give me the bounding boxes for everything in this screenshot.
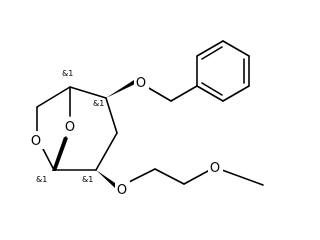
bond-ch2-phenyl	[170, 85, 198, 102]
bond-o-methyl	[221, 169, 264, 186]
bond-o-ch2-ethyl	[128, 168, 156, 183]
bond-ethyl-cc	[154, 168, 185, 185]
bond-o-ring-c5	[41, 146, 55, 171]
bond-c1-ch2	[36, 86, 71, 108]
oxygen-bridge-label: O	[65, 120, 75, 135]
bond-ph-double-3	[201, 82, 223, 96]
bond-ph-3	[222, 40, 250, 57]
bond-ph-double-1	[201, 46, 223, 60]
stereo-label-c2: &1	[93, 99, 104, 108]
bond-ch2-c2	[105, 97, 118, 134]
oxygen-benzyl-label: O	[136, 76, 146, 91]
bond-c4-ch2	[95, 132, 118, 171]
bond-ph-2	[196, 40, 224, 57]
oxygen-ether-label: O	[117, 183, 127, 198]
stereo-label-c5: &1	[36, 175, 47, 184]
bond-ph-5	[222, 85, 250, 102]
bond-ch2-o-methoxy	[183, 170, 209, 185]
bond-o-ch2-benzyl	[146, 86, 172, 102]
stereo-label-c1: &1	[62, 69, 73, 78]
bonds	[36, 40, 264, 188]
bold-bond-bridge	[52, 137, 68, 171]
oxygen-ring-label: O	[31, 134, 41, 149]
bond-c2-c1	[69, 86, 107, 99]
wedge-c4-o	[96, 170, 118, 188]
stereo-labels: &1 &1 &1 &1	[36, 69, 104, 184]
wedge-c2-o	[106, 80, 135, 98]
stereo-label-c4: &1	[82, 175, 93, 184]
oxygen-methoxy-label: O	[210, 161, 220, 176]
bond-ph-6	[196, 85, 224, 102]
chemical-structure: O O O O O &1 &1 &1 &1	[29, 40, 264, 199]
atom-labels: O O O O O	[29, 73, 223, 199]
